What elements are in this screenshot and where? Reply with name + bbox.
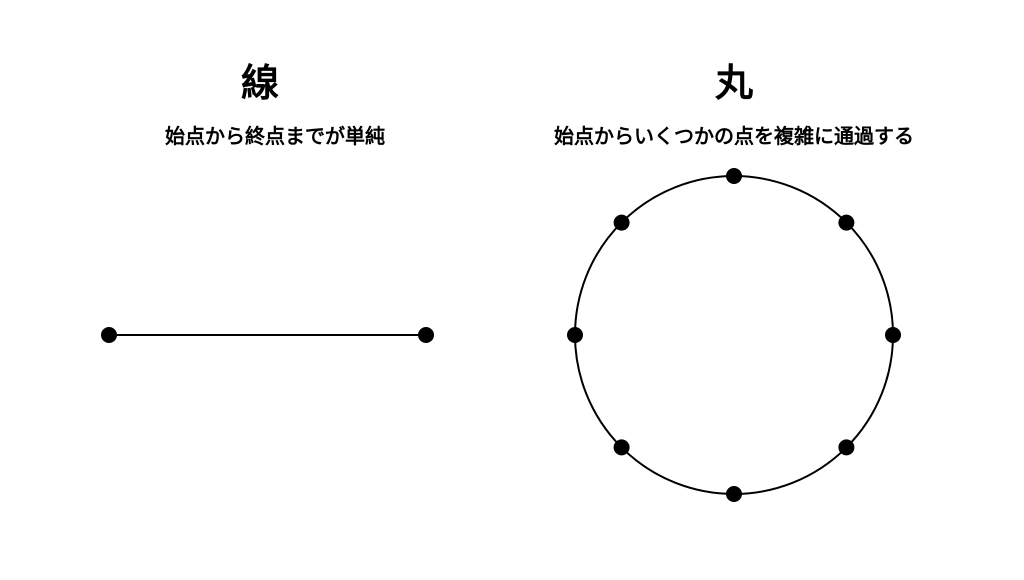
- line-start-point: [101, 327, 117, 343]
- line-end-point: [418, 327, 434, 343]
- circle-point: [726, 486, 742, 502]
- circle-point: [726, 168, 742, 184]
- circle-point: [567, 327, 583, 343]
- circle-point: [613, 439, 630, 456]
- circle-panel-description: 始点からいくつかの点を複雑に通過する: [554, 124, 914, 148]
- circle-point: [838, 439, 855, 456]
- line-panel-title: 線: [240, 61, 279, 105]
- line-diagram: [101, 327, 434, 343]
- circle-point: [838, 214, 855, 231]
- circle-point: [613, 214, 630, 231]
- circle-panel-title: 丸: [714, 61, 753, 105]
- line-panel-description: 始点から終点までが単純: [165, 124, 385, 148]
- circle-diagram: [567, 168, 901, 502]
- circle-point: [885, 327, 901, 343]
